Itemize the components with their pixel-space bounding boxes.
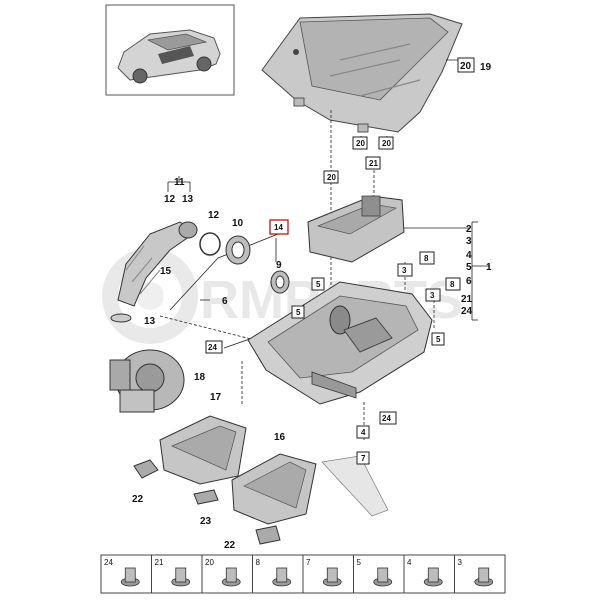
callout-5: 5	[296, 308, 301, 317]
callout-20: 20	[382, 139, 391, 148]
callout-5: 5	[316, 280, 321, 289]
callout-8: 8	[450, 280, 455, 289]
callout-18: 18	[194, 372, 206, 383]
callout-6: 6	[222, 296, 228, 307]
callout-4: 4	[361, 428, 366, 437]
callout-labels: 11 12 13 12 10 9 15 6 13 18 17 16 22 23 …	[132, 62, 492, 551]
callout-2: 2	[466, 224, 472, 235]
callout-8: 8	[424, 254, 429, 263]
callout-5: 5	[466, 262, 472, 273]
callout-7: 7	[361, 454, 366, 463]
callout-21: 21	[461, 294, 473, 305]
legend-number: 5	[357, 558, 362, 567]
engine-cover	[261, 13, 463, 133]
callout-22: 22	[132, 494, 144, 505]
callout-22: 22	[224, 540, 236, 551]
heat-shield-17	[159, 415, 247, 485]
callout-19: 19	[480, 62, 492, 73]
callout-24: 24	[382, 414, 391, 423]
legend-cell: 7	[302, 554, 354, 594]
callout-23: 23	[200, 516, 212, 527]
intake-pipe	[110, 221, 198, 323]
bolt-icon	[322, 567, 342, 587]
legend-cell: 4	[403, 554, 455, 594]
grommet-icon	[423, 567, 443, 587]
legend-cell: 5	[353, 554, 405, 594]
callout-24: 24	[208, 343, 217, 352]
legend-number: 7	[306, 558, 311, 567]
callout-24: 24	[461, 306, 473, 317]
callout-11: 11	[174, 177, 185, 188]
callout-16: 16	[274, 432, 286, 443]
callout-13: 13	[182, 194, 194, 205]
hardware-legend: 24 21 20 8 7 5 4 3	[100, 554, 506, 594]
legend-number: 4	[407, 558, 412, 567]
legend-number: 21	[155, 558, 164, 567]
callout-13: 13	[144, 316, 156, 327]
legend-number: 3	[458, 558, 463, 567]
callout-17: 17	[210, 392, 222, 403]
hose-clamps	[199, 232, 290, 294]
legend-cell: 8	[252, 554, 304, 594]
mounting-brackets	[133, 455, 389, 545]
callout-14: 14	[274, 223, 283, 232]
legend-number: 24	[104, 558, 113, 567]
turbocharger	[109, 349, 185, 413]
callout-9: 9	[276, 260, 282, 271]
callout-4: 4	[466, 250, 472, 261]
air-filter-housing-lid	[307, 195, 405, 263]
grommet-icon	[221, 567, 241, 587]
callout-3: 3	[402, 266, 407, 275]
callout-1: 1	[486, 262, 492, 273]
legend-cell: 24	[100, 554, 152, 594]
callout-20: 20	[460, 61, 472, 72]
clip-icon	[272, 567, 292, 587]
vehicle-thumbnail	[105, 4, 235, 96]
legend-cell: 21	[151, 554, 203, 594]
callout-21: 21	[369, 159, 378, 168]
callout-3: 3	[466, 236, 472, 247]
legend-number: 20	[205, 558, 214, 567]
rubber-mount-icon	[373, 567, 393, 587]
callout-15: 15	[160, 266, 172, 277]
callout-10: 10	[232, 218, 244, 229]
callout-12: 12	[208, 210, 220, 221]
callout-6: 6	[466, 276, 472, 287]
bracket-clip-icon	[474, 567, 494, 587]
legend-cell: 20	[201, 554, 253, 594]
heat-shield-16	[231, 453, 317, 525]
boxed-callouts: 20 20 20 21 20 14 5 5 24 8 3 8 3 5 24 4 …	[205, 57, 475, 465]
callout-20: 20	[356, 139, 365, 148]
hose-clip-icon	[120, 567, 140, 587]
callout-20: 20	[327, 173, 336, 182]
callout-5: 5	[436, 335, 441, 344]
legend-cell: 3	[454, 554, 506, 594]
callout-12: 12	[164, 194, 176, 205]
legend-number: 8	[256, 558, 261, 567]
bolt-icon	[171, 567, 191, 587]
callout-3: 3	[430, 291, 435, 300]
